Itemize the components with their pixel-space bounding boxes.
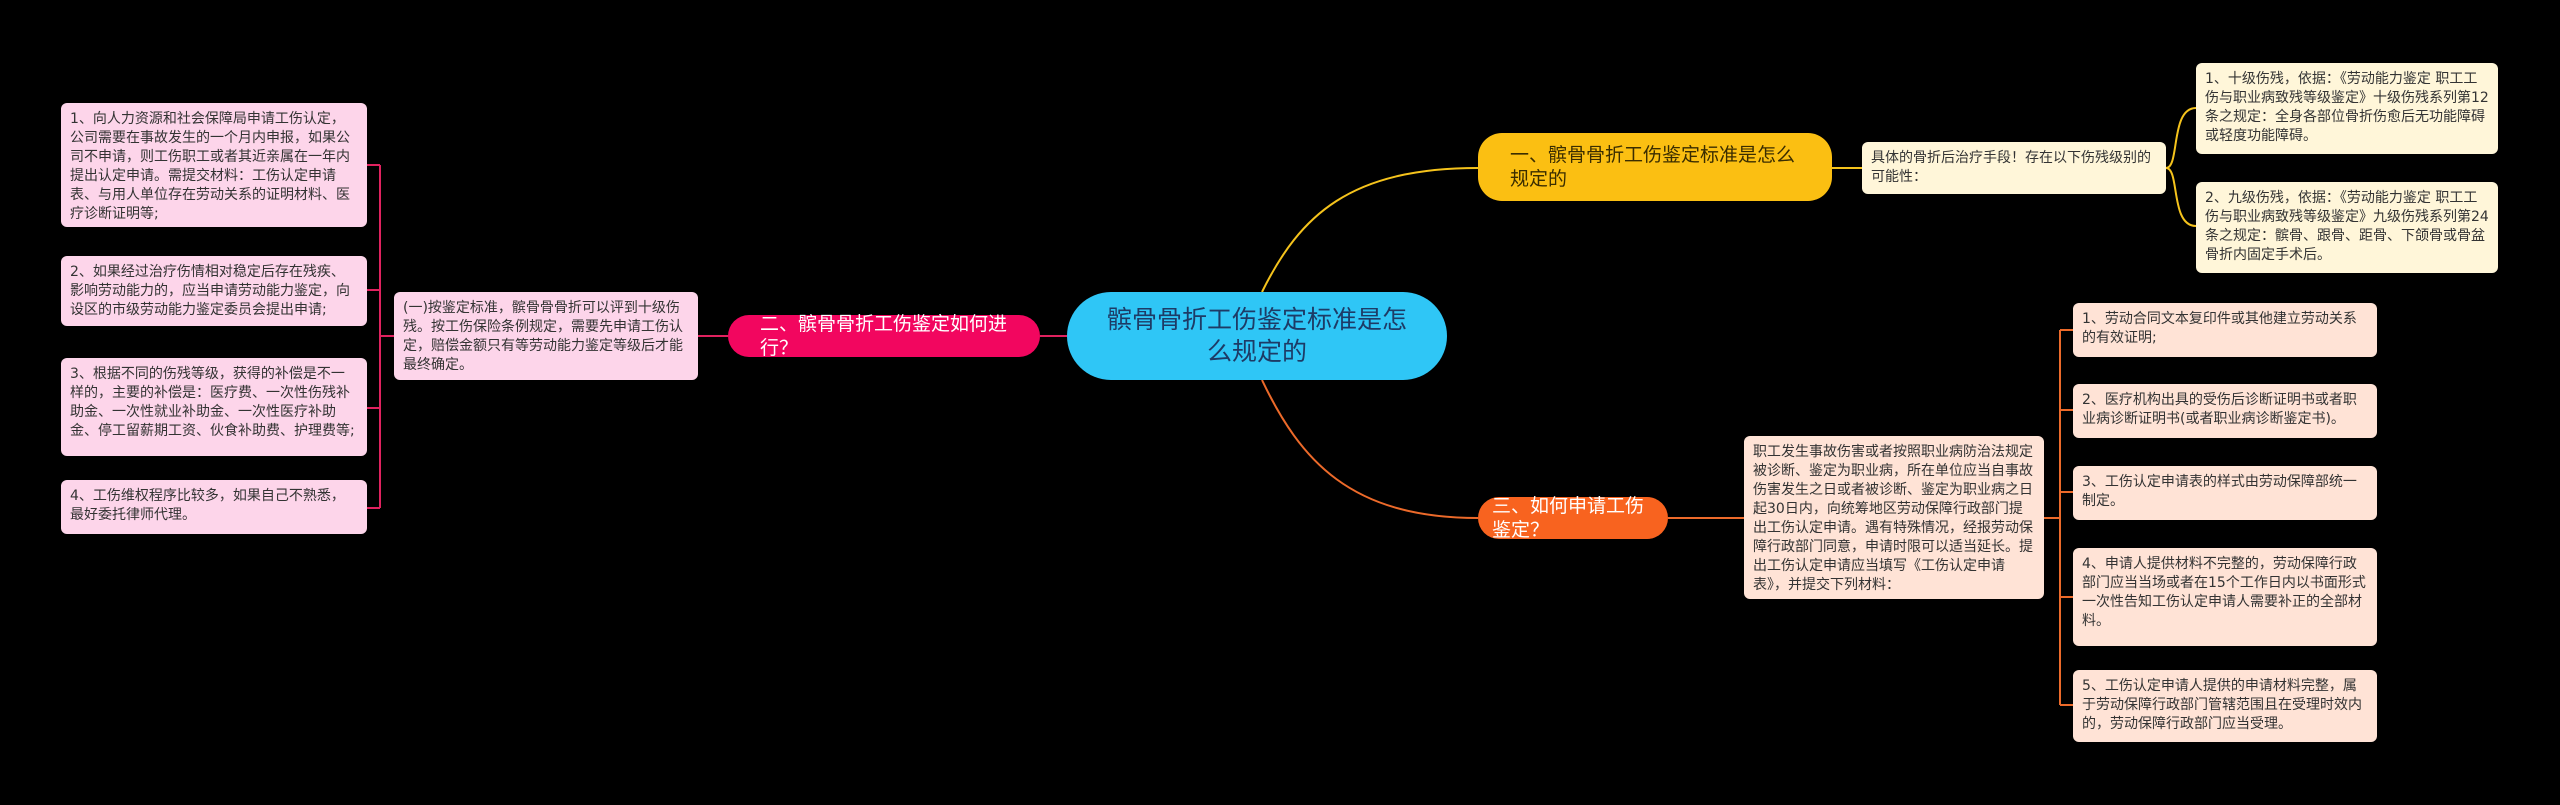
branch1-intro-node[interactable]: 具体的骨折后治疗手段！存在以下伤残级别的可能性： [1862, 142, 2166, 194]
branch2-item-2[interactable]: 2、如果经过治疗伤情相对稳定后存在残疾、影响劳动能力的，应当申请劳动能力鉴定，向… [61, 256, 367, 326]
branch3-item-2-text: 2、医疗机构出具的受伤后诊断证明书或者职业病诊断证明书(或者职业病诊断鉴定书)。 [2082, 392, 2357, 427]
branch-node-application[interactable]: 三、如何申请工伤鉴定？ [1478, 495, 1668, 541]
root-node[interactable]: 髌骨骨折工伤鉴定标准是怎么规定的 [1067, 292, 1447, 380]
branch1-intro-text: 具体的骨折后治疗手段！存在以下伤残级别的可能性： [1871, 150, 2151, 185]
branch3-intro-node[interactable]: 职工发生事故伤害或者按照职业病防治法规定被诊断、鉴定为职业病，所在单位应当自事故… [1744, 436, 2044, 599]
link-root-branch3 [1261, 379, 1479, 519]
branch-node-procedure[interactable]: 二、髌骨骨折工伤鉴定如何进行？ [728, 313, 1040, 359]
branch3-label: 三、如何申请工伤鉴定？ [1492, 495, 1645, 541]
branch-node-standard[interactable]: 一、髌骨骨折工伤鉴定标准是怎么规定的 [1478, 133, 1832, 201]
branch1-label: 一、髌骨骨折工伤鉴定标准是怎么规定的 [1510, 144, 1796, 190]
branch2-item-4-text: 4、工伤维权程序比较多，如果自己不熟悉，最好委托律师代理。 [70, 488, 345, 523]
branch3-item-4-text: 4、申请人提供材料不完整的，劳动保障行政部门应当当场或者在15个工作日内以书面形… [2082, 556, 2366, 629]
branch1-item-1[interactable]: 1、十级伤残，依据：《劳动能力鉴定 职工工伤与职业病致残等级鉴定》十级伤残系列第… [2196, 63, 2498, 154]
branch3-item-5[interactable]: 5、工伤认定申请人提供的申请材料完整，属于劳动保障行政部门管辖范围且在受理时效内… [2073, 670, 2377, 742]
branch1-item-1-text: 1、十级伤残，依据：《劳动能力鉴定 职工工伤与职业病致残等级鉴定》十级伤残系列第… [2205, 71, 2489, 144]
branch2-intro-text: (一)按鉴定标准，髌骨骨骨折可以评到十级伤残。按工伤保险条例规定，需要先申请工伤… [403, 300, 683, 373]
branch3-item-2[interactable]: 2、医疗机构出具的受伤后诊断证明书或者职业病诊断证明书(或者职业病诊断鉴定书)。 [2073, 384, 2377, 438]
branch1-item-2-text: 2、九级伤残，依据：《劳动能力鉴定 职工工伤与职业病致残等级鉴定》九级伤残系列第… [2205, 190, 2489, 263]
branch3-item-3-text: 3、工伤认定申请表的样式由劳动保障部统一制定。 [2082, 474, 2357, 509]
branch3-item-1[interactable]: 1、劳动合同文本复印件或其他建立劳动关系的有效证明; [2073, 303, 2377, 357]
branch2-item-1[interactable]: 1、向人力资源和社会保障局申请工伤认定，公司需要在事故发生的一个月内申报，如果公… [61, 103, 367, 227]
branch2-item-3[interactable]: 3、根据不同的伤残等级，获得的补偿是不一样的，主要的补偿是：医疗费、一次性伤残补… [61, 358, 367, 456]
branch3-item-3[interactable]: 3、工伤认定申请表的样式由劳动保障部统一制定。 [2073, 466, 2377, 520]
branch2-item-1-text: 1、向人力资源和社会保障局申请工伤认定，公司需要在事故发生的一个月内申报，如果公… [70, 111, 350, 222]
root-title: 髌骨骨折工伤鉴定标准是怎么规定的 [1106, 305, 1407, 366]
branch3-item-5-text: 5、工伤认定申请人提供的申请材料完整，属于劳动保障行政部门管辖范围且在受理时效内… [2082, 678, 2362, 732]
branch2-intro-node[interactable]: (一)按鉴定标准，髌骨骨骨折可以评到十级伤残。按工伤保险条例规定，需要先申请工伤… [394, 292, 698, 380]
link-b2-bracket [367, 164, 394, 509]
branch2-item-2-text: 2、如果经过治疗伤情相对稳定后存在残疾、影响劳动能力的，应当申请劳动能力鉴定，向… [70, 264, 350, 318]
link-b3-bracket [2044, 329, 2073, 706]
branch2-label: 二、髌骨骨折工伤鉴定如何进行？ [760, 313, 1008, 359]
link-root-branch1 [1261, 167, 1479, 293]
link-b1-bracket [2165, 107, 2197, 227]
branch2-item-3-text: 3、根据不同的伤残等级，获得的补偿是不一样的，主要的补偿是：医疗费、一次性伤残补… [70, 366, 355, 439]
branch2-item-4[interactable]: 4、工伤维权程序比较多，如果自己不熟悉，最好委托律师代理。 [61, 480, 367, 534]
branch3-intro-text: 职工发生事故伤害或者按照职业病防治法规定被诊断、鉴定为职业病，所在单位应当自事故… [1753, 444, 2033, 593]
branch3-item-1-text: 1、劳动合同文本复印件或其他建立劳动关系的有效证明; [2082, 311, 2357, 346]
branch3-item-4[interactable]: 4、申请人提供材料不完整的，劳动保障行政部门应当当场或者在15个工作日内以书面形… [2073, 548, 2377, 646]
branch1-item-2[interactable]: 2、九级伤残，依据：《劳动能力鉴定 职工工伤与职业病致残等级鉴定》九级伤残系列第… [2196, 182, 2498, 273]
